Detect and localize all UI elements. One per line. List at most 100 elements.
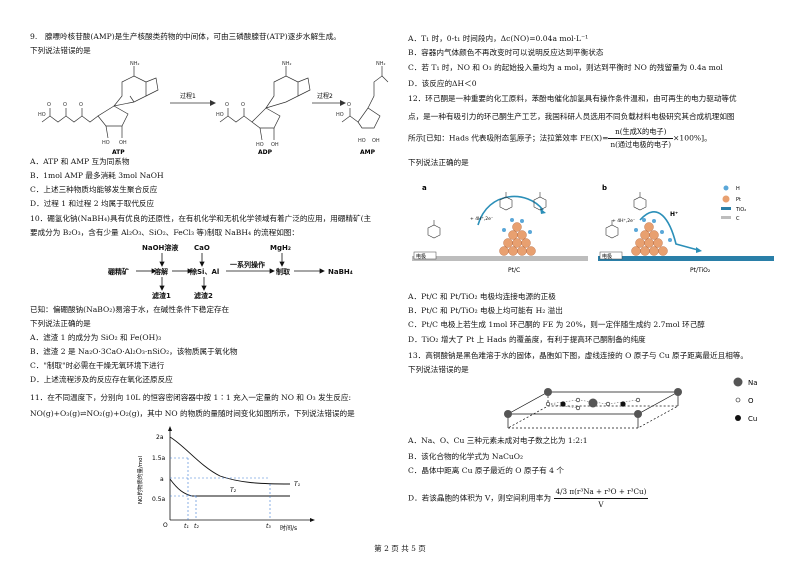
tio2-electrode-text: 电极 (602, 253, 612, 260)
legend-o: O (748, 397, 754, 405)
legend-pt: Pt (736, 197, 741, 203)
flow-residue-2: 滤渣2 (194, 291, 213, 300)
panel-a-label: a (422, 184, 427, 192)
flow-mgh2: MgH₂ (270, 244, 291, 252)
q9-option-d: D．过程 1 和过程 2 均属于取代反应 (30, 199, 155, 208)
q12-legend: H Pt TiO₂ C (721, 185, 746, 222)
q10-note: 已知：偏硼酸钠(NaBO₂)易溶于水，在碱性条件下稳定存在 (30, 305, 230, 314)
faraday-denominator: n(通过电极的电子) (610, 140, 672, 149)
q11-graph: O NO的物质的量/mol 时间/s 2a 1.5a a 0.5a T₁ T₂ … (136, 426, 315, 532)
legend-c: C (736, 216, 740, 222)
svg-text:HO: HO (216, 112, 224, 118)
ytick-a: a (160, 476, 164, 483)
q9-stem: 9. 腺嘌呤核苷酸(AMP)是生产核酸类药物的中间体，可由三磷酸腺苷(ATP)逐… (30, 32, 341, 41)
q12-option-c: C．Pt/C 电极上若生成 1mol 环己酮的 FE 为 20%，则一定伴随生成… (408, 320, 705, 329)
q11-stem-1: 11．在不同温度下，分别向 10L 的恒容密闭容器中按 1∶1 充入一定量的 N… (30, 393, 352, 402)
legend-cu: Cu (748, 415, 757, 423)
svg-text:O: O (225, 102, 229, 108)
packing-fraction: 4/3 π(r³Na + r³O + r³Cu)V (553, 486, 649, 511)
q9-option-c: C．上述三种物质均能够发生聚合反应 (30, 185, 158, 194)
q13-option-d: D．若该晶胞的体积为 V，则空间利用率为 4/3 π(r³Na + r³O + … (408, 486, 649, 511)
graph-ylabel: NO的物质的量/mol (136, 455, 144, 504)
q11-option-d: D．该反应的ΔH＜0 (408, 79, 477, 88)
q10-option-c: C．"制取"时必需在干燥无氧环境下进行 (30, 361, 165, 370)
right-column: A．T₁ 时，0-t₁ 时间段内，Δc(NO)=0.04a mol·L⁻¹ B．… (408, 0, 778, 545)
amp-label: AMP (360, 149, 376, 156)
q13-sub: 下列说法错误的是 (408, 365, 469, 374)
pc-pt-particles (499, 222, 536, 256)
q12-stem-3a: 所示[已知：Hads 代表吸附态氢原子；法拉第效率 FE(X)= (408, 133, 609, 143)
q10-stem-2: 要成分为 B₂O₃，含有少量 Al₂O₃、SiO₂、FeCl₃ 等)制取 NaB… (30, 228, 299, 237)
q10-sub: 下列说法正确的是 (30, 319, 91, 328)
legend-na: Na (748, 379, 758, 387)
q12-stem-2: 点，是一种有吸引力的环己酮生产工艺，我国科研人员选用不同负载材料电极研究其合成机… (408, 112, 735, 121)
svg-text:OH: OH (271, 142, 279, 148)
page-footer: 第 2 页 共 5 页 (374, 544, 426, 553)
faraday-numerator: n(生成X的电子) (608, 126, 674, 139)
na-atoms (504, 388, 682, 418)
step2-label: 过程2 (317, 92, 333, 100)
flow-residue-1: 滤渣1 (152, 291, 171, 300)
adp-structure (219, 66, 311, 141)
q12-stem-3: 所示[已知：Hads 代表吸附态氢原子；法拉第效率 FE(X)=n(生成X的电子… (408, 126, 712, 151)
ytick-0.5a: 0.5a (152, 496, 166, 503)
left-column: 9. 腺嘌呤核苷酸(AMP)是生产核酸类药物的中间体，可由三磷酸腺苷(ATP)逐… (30, 0, 390, 545)
xtick-t2: t₂ (194, 523, 199, 530)
q12-mechanism-figure: a 电极 + 4H⁺,2e⁻ Pt/C b 电极 (412, 184, 774, 274)
svg-text:OH: OH (372, 138, 380, 144)
legend-h: H (736, 186, 740, 192)
svg-text:HO: HO (102, 140, 110, 146)
svg-text:HO: HO (358, 138, 366, 144)
pc-electrode-text: 电极 (416, 253, 426, 260)
svg-text:NH₂: NH₂ (282, 61, 292, 67)
q9-sub: 下列说法错误的是 (30, 46, 91, 55)
flow-step-series: 一系列操作 (230, 260, 265, 269)
o-atoms (545, 397, 641, 411)
label-t1: T₁ (294, 481, 301, 488)
amp-structure (341, 66, 389, 129)
q10-option-d: D．上述流程涉及的反应存在氧化还原反应 (30, 375, 173, 384)
packing-numerator: 4/3 π(r³Na + r³O + r³Cu) (553, 486, 649, 499)
panel-b-label: b (602, 184, 607, 192)
pc-electrode-tag (413, 251, 437, 260)
svg-text:HO: HO (256, 142, 264, 148)
q13-option-b: B．该化合物的化学式为 NaCuO₂ (408, 452, 524, 461)
svg-text:O: O (47, 102, 51, 108)
step1-label: 过程1 (180, 92, 196, 100)
flow-start: 硼精矿 (107, 267, 129, 276)
svg-text:OH: OH (119, 140, 127, 146)
faraday-fraction: n(生成X的电子)n(通过电极的电子) (608, 126, 674, 151)
tio2-arrow (639, 211, 699, 251)
pc-label: Pt/C (508, 267, 520, 274)
svg-text:HO: HO (336, 112, 344, 118)
q12-option-b: B．Pt/C 和 Pt/TiO₂ 电极上均可能有 H₂ 溢出 (408, 306, 563, 315)
flow-step-make: 制取 (276, 267, 291, 276)
legend-tio2: TiO₂ (735, 207, 746, 213)
q13-option-c: C．晶体中距离 Cu 原子最近的 O 原子有 4 个 (408, 466, 564, 475)
q12-stem-3b: ×100%]。 (673, 133, 712, 143)
curve-t1 (169, 436, 291, 485)
adp-label: ADP (258, 149, 273, 156)
atp-label: ATP (112, 149, 125, 156)
q10-stem-1: 10．硼氢化钠(NaBH₄)具有优良的还原性，在有机化学和无机化学领域有着广泛的… (30, 214, 372, 223)
svg-text:O: O (63, 102, 67, 108)
q12-option-d: D．TiO₂ 增大了 Pt 上 Hads 的覆盖度，有利于提高环己酮制备的纯度 (408, 335, 646, 344)
q11-stem-2: NO(g)+O₃(g)⇌NO₂(g)+O₂(g)，其中 NO 的物质的量随时间变… (30, 409, 355, 418)
q9-option-b: B．1mol AMP 最多消耗 3mol NaOH (30, 171, 164, 180)
q10-flowchart: NaOH溶液 CaO MgH₂ 硼精矿 溶解 除Si、Al 一系列操作 制取 N… (107, 243, 353, 300)
q13-stem: 13．高铜酸钠是黑色难溶于水的固体，晶胞如下图，虚线连接的 O 原子与 Cu 原… (408, 351, 748, 360)
cu-atoms (560, 401, 626, 407)
q13-option-a: A．Na、O、Cu 三种元素未成对电子数之比为 1:2:1 (408, 436, 588, 445)
atp-structure (41, 66, 159, 139)
flow-step-remove: 除Si、Al (190, 267, 219, 276)
tio2-he-label: + 4H⁺,2e⁻ (612, 218, 636, 224)
svg-text:O: O (347, 102, 351, 108)
flow-step-dissolve: 溶解 (154, 267, 168, 276)
q12-sub: 下列说法正确的是 (408, 158, 469, 167)
tio2-label: Pt/TiO₂ (690, 267, 711, 274)
q9-option-a: A．ATP 和 AMP 互为同系物 (30, 157, 130, 166)
pc-electrode-bar (412, 256, 588, 261)
packing-denominator: V (598, 500, 604, 509)
svg-text:HO: HO (38, 112, 46, 118)
